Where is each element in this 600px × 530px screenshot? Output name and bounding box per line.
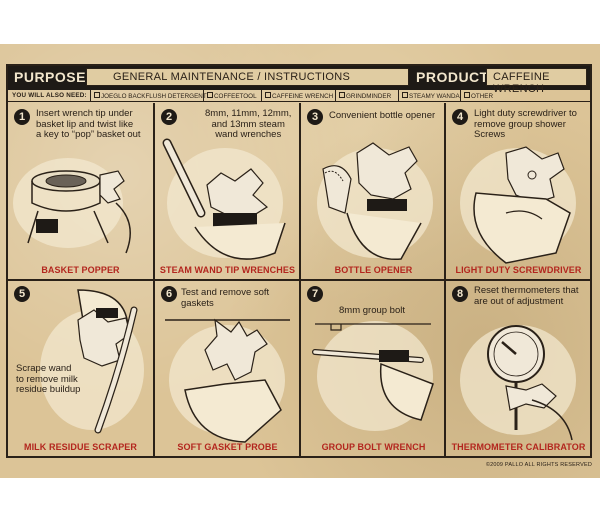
need-item-grindminder: GRINDMINDER <box>339 92 391 100</box>
group-bolt-illustration <box>312 321 434 431</box>
milk-scraper-illustration <box>40 289 144 434</box>
screwdriver-illustration <box>460 146 576 264</box>
panel-bottle-opener: 3 Convenient bottle opener BOTTLE OPENER <box>301 103 446 279</box>
need-item-steamy-wanda: STEAMY WANDA <box>402 92 460 100</box>
panel-description: Convenient bottle opener <box>329 110 436 121</box>
copyright-notice: ©2009 PALLO ALL RIGHTS RESERVED <box>485 462 592 468</box>
panel-title: MILK RESIDUE SCRAPER <box>23 442 137 452</box>
panel-title: LIGHT DUTY SCREWDRIVER <box>455 265 582 275</box>
step-number-badge: 3 <box>307 109 323 125</box>
panel-title: THERMOMETER CALIBRATOR <box>451 442 586 452</box>
step-number-badge: 5 <box>14 286 30 302</box>
checkbox-icon <box>402 92 408 98</box>
need-item-caffeine-wrench: CAFFEINE WRENCH <box>265 92 333 100</box>
panel-soft-gasket-probe: 6 Test and remove soft gaskets SOFT GASK… <box>155 280 300 456</box>
purpose-label: PURPOSE: <box>14 69 92 85</box>
panel-title: BOTTLE OPENER <box>334 265 413 275</box>
panel-description: Test and remove soft gaskets <box>181 287 270 309</box>
product-label: PRODUCT: <box>416 69 493 85</box>
panel-title: BASKET POPPER <box>41 265 120 275</box>
step-number-badge: 4 <box>452 109 468 125</box>
panel-title: GROUP BOLT WRENCH <box>321 442 426 452</box>
needs-label: YOU WILL ALSO NEED: <box>12 92 87 99</box>
need-item-other: OTHER <box>464 92 493 100</box>
instruction-card: PURPOSE: GENERAL MAINTENANCE / INSTRUCTI… <box>0 44 600 478</box>
checkbox-icon <box>265 92 271 98</box>
thermometer-illustration <box>460 325 576 441</box>
checkbox-icon <box>207 92 213 98</box>
header-bar: PURPOSE: GENERAL MAINTENANCE / INSTRUCTI… <box>8 66 590 95</box>
checkbox-icon <box>94 92 100 98</box>
step-number-badge: 8 <box>452 286 468 302</box>
product-value: CAFFEINE WRENCH <box>486 68 587 95</box>
need-item-detergent: JOEGLO BACKFLUSH DETERGENT <box>94 92 207 100</box>
panel-group-bolt-wrench: 7 8mm group bolt GROUP BOLT WRENCH <box>301 280 446 456</box>
checkbox-icon <box>464 92 470 98</box>
needs-row: YOU WILL ALSO NEED: JOEGLO BACKFLUSH DET… <box>8 90 590 102</box>
step-number-badge: 2 <box>161 109 177 125</box>
checkbox-icon <box>339 92 345 98</box>
basket-popper-illustration <box>13 158 131 254</box>
panel-description: 8mm group bolt <box>339 305 406 316</box>
need-item-coffeetool: COFFEETOOL <box>207 92 257 100</box>
bottle-opener-illustration <box>317 142 433 261</box>
panel-title: STEAM WAND TIP WRENCHES <box>159 265 296 275</box>
purpose-value: GENERAL MAINTENANCE / INSTRUCTIONS <box>86 68 409 86</box>
step-number-badge: 7 <box>307 286 323 302</box>
step-number-badge: 6 <box>161 286 177 302</box>
panel-title: SOFT GASKET PROBE <box>177 442 278 452</box>
steam-wand-illustration <box>162 138 286 260</box>
step-number-badge: 1 <box>14 109 30 125</box>
card-frame: PURPOSE: GENERAL MAINTENANCE / INSTRUCTI… <box>6 64 592 458</box>
gasket-probe-illustration <box>165 318 290 443</box>
